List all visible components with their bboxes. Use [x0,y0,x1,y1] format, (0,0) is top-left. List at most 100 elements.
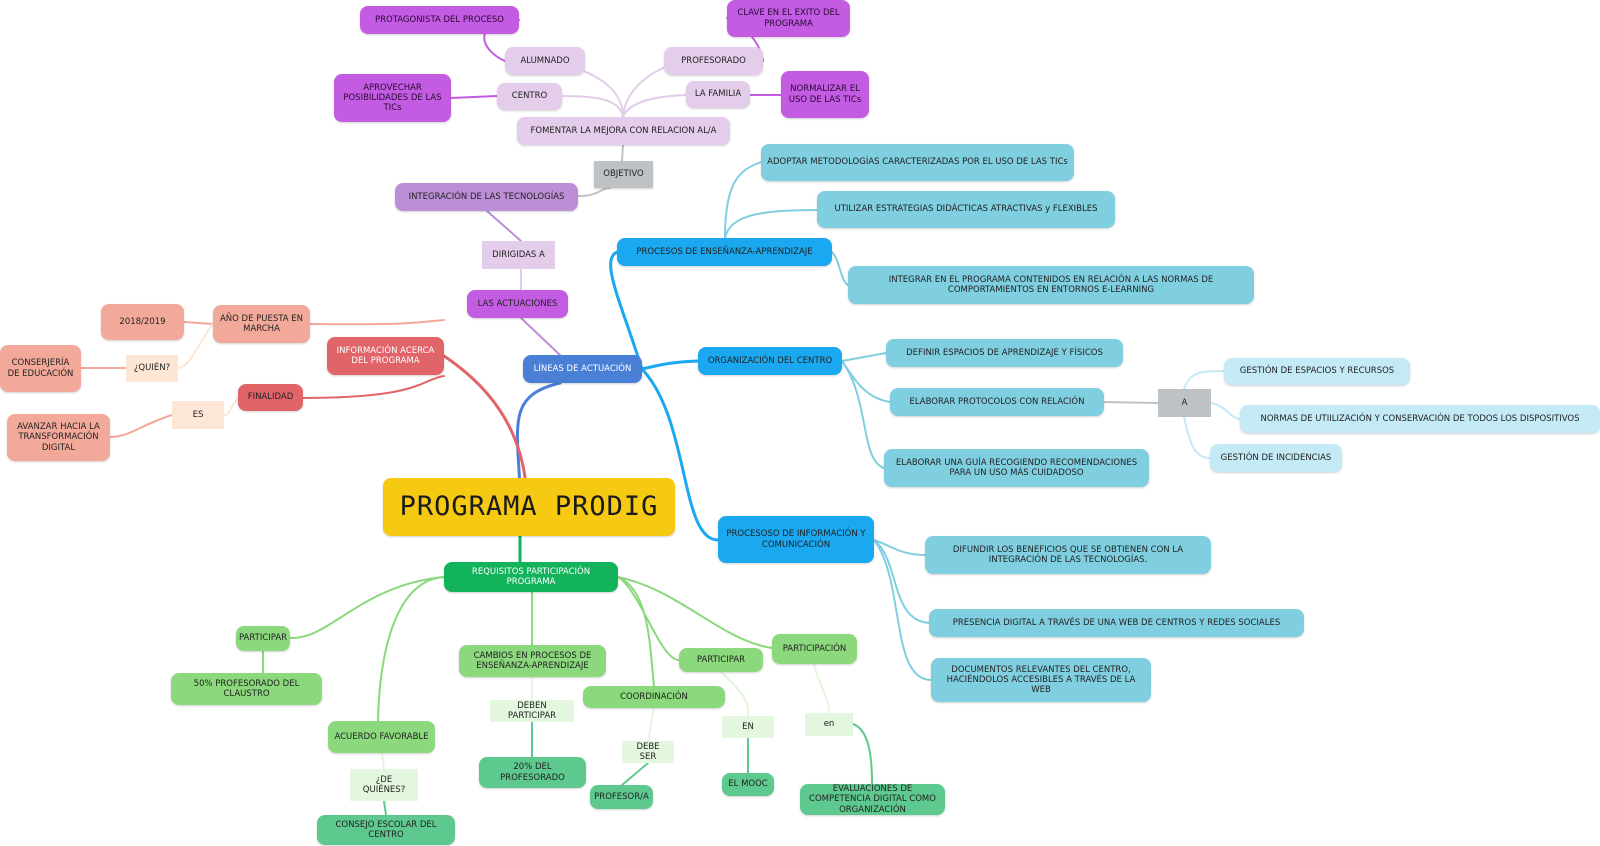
node-debe-ser[interactable]: DEBE SER [622,741,674,763]
node-utilizar[interactable]: UTILIZAR ESTRATEGIAS DIDÁCTICAS ATRACTIV… [817,191,1115,228]
connector [442,354,528,488]
node-normas-util[interactable]: NORMAS DE UTIILIZACIÓN Y CONSERVACIÓN DE… [1240,405,1600,433]
node-definir[interactable]: DEFINIR ESPACIOS DE APRENDIZAJE Y FÍSICO… [886,339,1123,367]
connector [622,94,687,118]
node-clave[interactable]: CLAVE EN EL EXITO DEL PROGRAMA [727,0,850,37]
connector [1210,402,1241,420]
connector [813,663,830,714]
node-actuaciones[interactable]: LAS ACTUACIONES [467,290,568,318]
node-profesorado[interactable]: PROFESORADO [664,47,763,75]
node-adoptar[interactable]: ADOPTAR METODOLOGÍAS CARACTERIZADAS POR … [761,144,1074,181]
connector [1103,401,1159,404]
connector [724,161,762,239]
connector [873,539,930,624]
node-requisitos[interactable]: REQUISITOS PARTICIPACIÓN PROGRAMA [444,562,618,592]
node-cincuenta[interactable]: 50% PROFESORADO DEL CLAUSTRO [171,673,322,705]
node-lineas[interactable]: LÍNEAS DE ACTUACIÓN [523,355,642,383]
node-alumnado[interactable]: ALUMNADO [505,47,585,75]
connector [617,576,773,649]
node-quien[interactable]: ¿QUIÉN? [126,355,178,382]
connector [383,800,387,816]
connector [289,576,445,640]
node-consejo[interactable]: CONSEJO ESCOLAR DEL CENTRO [317,815,455,845]
connector [183,321,214,325]
connector [1183,370,1225,390]
node-elaborar-prot[interactable]: ELABORAR PROTOCOLOS CON RELACIÓN [890,388,1104,416]
node-gestion-esp[interactable]: GESTIÓN DE ESPACIOS Y RECURSOS [1224,358,1410,385]
connector [309,319,445,326]
node-en-lower[interactable]: en [805,713,853,736]
connector [609,250,644,371]
node-participar-2[interactable]: PARTICIPAR [679,648,763,672]
node-procesos-ic[interactable]: PROCESOSO DE INFORMACIÓN Y COMUNICACIÓN [718,516,874,563]
connector [381,752,385,770]
node-avanzar[interactable]: AVANZAR HACIA LA TRANSFORMACIÓN DIGITAL [7,414,110,461]
node-normalizar[interactable]: NORMALIZAR EL USO DE LAS TICs [781,71,869,118]
connector [647,707,655,742]
node-difundir[interactable]: DIFUNDIR LOS BENEFICIOS QUE SE OBTIENEN … [925,536,1211,574]
connector [109,414,173,438]
node-elaborar-guia[interactable]: ELABORAR UNA GUÍA RECOGIENDO RECOMENDACI… [884,449,1149,487]
node-aprovechar[interactable]: APROVECHAR POSIBILIDADES DE LAS TICs [334,74,451,122]
connector [621,762,649,786]
connector [515,381,562,488]
node-procesos-ea[interactable]: PROCESOS DE ENSEÑANZA-APRENDIZAJE [617,238,832,266]
node-2018[interactable]: 2018/2019 [101,304,184,340]
connector [561,95,624,118]
connector [724,209,818,239]
connector [640,359,700,371]
connector [621,144,624,162]
node-protagonista[interactable]: PROTAGONISTA DEL PROCESO [360,6,519,34]
node-finalidad[interactable]: FINALIDAD [238,384,303,411]
connector [377,576,445,722]
root-title[interactable]: PROGRAMA PRODIG [383,478,675,536]
node-de-quienes[interactable]: ¿DE QUIÉNES? [350,769,418,801]
connector [640,367,720,542]
connector [486,210,522,242]
connector [873,539,926,556]
node-objetivo[interactable]: OBJETIVO [594,161,653,188]
connector [302,375,445,399]
connector [841,360,891,403]
connector [831,251,849,286]
node-evaluaciones[interactable]: EVALUACIONES DE COMPETENCIA DIGITAL COMO… [800,784,945,815]
connector [720,671,750,717]
node-conserjeria[interactable]: CONSERJERÍA DE EDUCACIÓN [0,345,81,392]
node-integrar[interactable]: INTEGRAR EN EL PROGRAMA CONTENIDOS EN RE… [848,266,1254,304]
node-dirigidas[interactable]: DIRIGIDAS A [482,241,555,269]
node-gestion-inc[interactable]: GESTIÓN DE INCIDENCIAS [1210,444,1342,472]
node-organizacion[interactable]: ORGANIZACIÓN DEL CENTRO [698,347,842,375]
node-mooc[interactable]: EL MOOC [722,773,774,796]
node-familia[interactable]: LA FAMILIA [686,81,750,108]
node-informacion[interactable]: INFORMACIÓN ACERCA DEL PROGRAMA [327,337,444,375]
node-veinte[interactable]: 20% DEL PROFESORADO [479,757,586,788]
node-profesora[interactable]: PROFESOR/A [590,785,653,809]
connector [617,576,680,661]
connector [577,187,611,197]
connector [841,352,887,362]
node-en-upper[interactable]: EN [722,716,774,738]
node-participar-1[interactable]: PARTICIPAR [236,626,290,651]
connector [873,539,932,681]
node-es[interactable]: ES [172,401,224,429]
connector [852,723,873,785]
node-documentos[interactable]: DOCUMENTOS RELEVANTES DEL CENTRO, HACIÉN… [931,658,1151,702]
connector [450,95,498,99]
node-presencia[interactable]: PRESENCIA DIGITAL A TRAVÉS DE UNA WEB DE… [929,609,1304,637]
node-a[interactable]: A [1158,389,1211,417]
node-coordinacion[interactable]: COORDINACIÓN [583,686,725,708]
connector [177,323,214,369]
connector [223,397,239,416]
connector [617,576,655,687]
node-centro[interactable]: CENTRO [497,83,562,110]
node-acuerdo[interactable]: ACUERDO FAVORABLE [328,721,435,753]
node-deben[interactable]: DEBEN PARTICIPAR [490,700,574,722]
node-integracion[interactable]: INTEGRACIÓN DE LAS TECNOLOGÍAS [395,183,578,211]
node-anio[interactable]: AÑO DE PUESTA EN MARCHA [213,305,310,343]
connector [841,360,885,469]
node-participacion[interactable]: PARTICIPACIÓN [772,634,857,664]
node-cambios[interactable]: CAMBIOS EN PROCESOS DE ENSEÑANZA-APRENDI… [459,645,606,677]
node-fomentar[interactable]: FOMENTAR LA MEJORA CON RELACION AL/A [517,117,730,145]
connector [1183,416,1211,459]
connector [520,317,561,356]
